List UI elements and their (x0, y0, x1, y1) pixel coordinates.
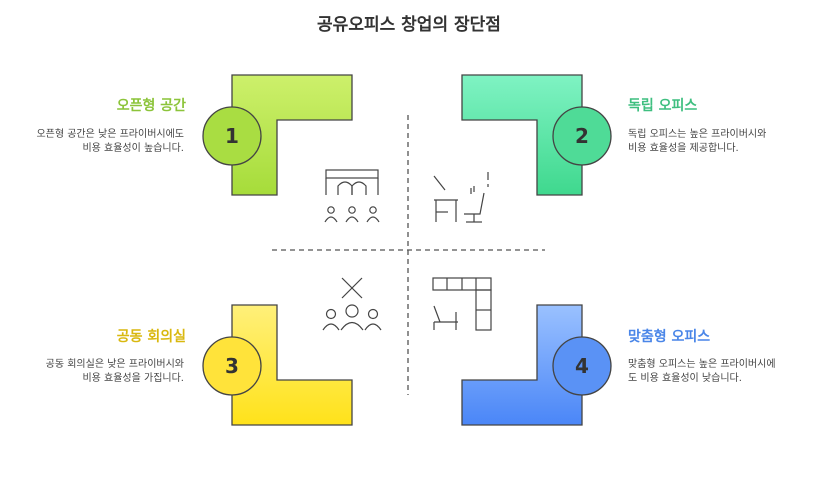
quadrant-label-4: 맞춤형 오피스 (628, 329, 711, 345)
custom-office-icon (432, 277, 492, 331)
quadrant-shape-4 (461, 304, 583, 426)
number-3: 3 (225, 354, 239, 378)
quadrant-label-3: 공동 회의실 (116, 329, 186, 345)
quadrant-description-3: 공동 회의실은 낮은 프라이버시와 비용 효율성을 가집니다. (45, 359, 184, 384)
quadrant-label-2: 독립 오피스 (628, 98, 698, 114)
number-badge-3: 3 (202, 336, 262, 396)
number-2: 2 (575, 124, 589, 148)
number-1: 1 (225, 124, 239, 148)
number-badge-2: 2 (552, 106, 612, 166)
diagram-title: 공유오피스 창업의 장단점 (317, 15, 501, 35)
quadrant-shape-1 (231, 74, 353, 196)
meeting-group-icon (322, 277, 382, 331)
number-badge-1: 1 (202, 106, 262, 166)
quadrant-description-2: 독립 오피스는 높은 프라이버시와 비용 효율성을 제공합니다. (628, 129, 767, 154)
number-4: 4 (575, 354, 589, 378)
private-desk-icon (433, 172, 489, 223)
quadrant-shape-2 (461, 74, 583, 196)
open-workspace-icon (324, 169, 380, 223)
quadrant-shape-3 (231, 304, 353, 426)
quadrant-description-1: 오픈형 공간은 낮은 프라이버시에도 비용 효율성이 높습니다. (36, 129, 184, 154)
number-badge-4: 4 (552, 336, 612, 396)
quadrant-label-1: 오픈형 공간 (116, 98, 186, 114)
quadrant-description-4: 맞춤형 오피스는 높은 프라이버시에도 비용 효율성이 낮습니다. (628, 359, 776, 384)
